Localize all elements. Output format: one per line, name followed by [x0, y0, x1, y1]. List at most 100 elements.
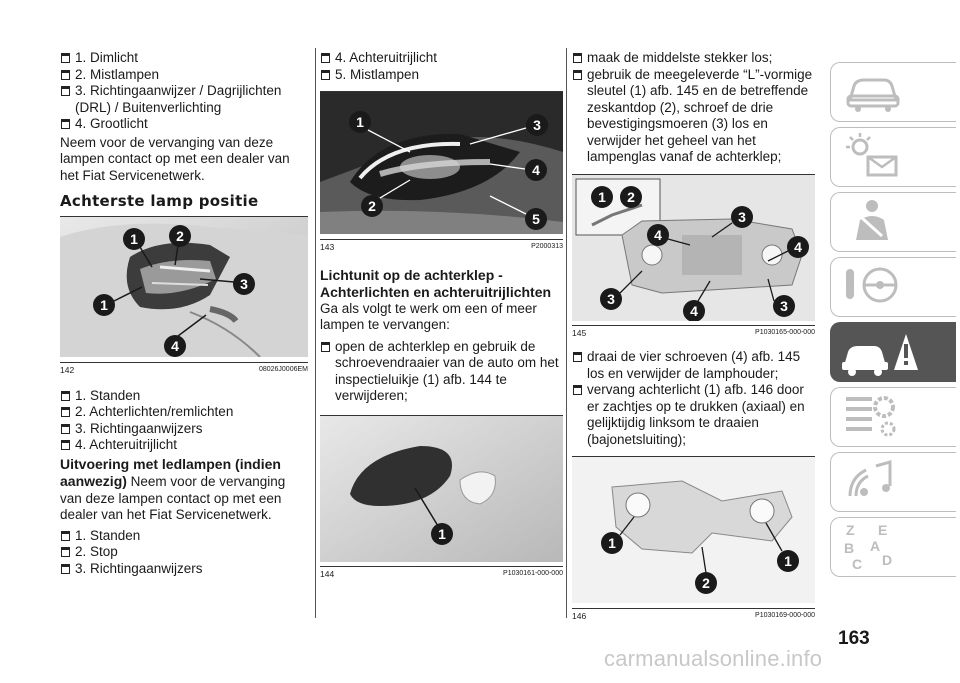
list-item: 4. Grootlicht [60, 116, 308, 133]
chapter-tabs: Z E B A C D [826, 60, 960, 580]
column-3: maak de middelste stekker los; gebruik d… [572, 50, 815, 622]
tab-knowing-car[interactable] [826, 60, 960, 125]
bullet-icon [573, 352, 582, 362]
breakdown-warning-icon [842, 334, 918, 376]
list-item: 3. Richtingaanwijzers [60, 421, 308, 438]
list-item: vervang achterlicht (1) afb. 146 door er… [572, 382, 815, 448]
callout: 1 [598, 189, 606, 205]
watermark: carmanualsonline.info [604, 646, 823, 671]
subheading: Lichtunit op de achterklep - Achterlicht… [320, 266, 552, 300]
bullet-icon [321, 53, 330, 63]
tab-emergency[interactable] [826, 320, 960, 385]
tab-safety[interactable] [826, 190, 960, 255]
page-number: 163 [838, 628, 870, 649]
list-item: 4. Achteruitrijlicht [60, 437, 308, 454]
paragraph: Neem voor de vervanging van deze lampen … [60, 134, 290, 183]
tab-starting-driving[interactable] [826, 255, 960, 320]
list-item: 2. Achterlichten/remlichten [60, 404, 308, 421]
callout: 1 [784, 553, 792, 569]
bullet-icon [61, 390, 70, 401]
bullet-icon [61, 86, 70, 96]
tab-maintenance[interactable] [826, 385, 960, 450]
callout: 4 [794, 239, 802, 255]
callout: 2 [627, 189, 635, 205]
callout: 3 [533, 117, 541, 133]
subheading: Uitvoering met ledlampen (indien aanwezi… [60, 455, 281, 490]
list-item: 4. Achteruitrijlicht [320, 50, 563, 67]
callout: 1 [438, 526, 446, 542]
paragraph: Ga als volgt te werk om een of meer lamp… [320, 300, 537, 333]
column-1: 1. Dimlicht 2. Mistlampen 3. Richtingaan… [60, 50, 308, 577]
tab-dashboard-lights[interactable] [826, 125, 960, 190]
list-item: 1. Dimlicht [60, 50, 308, 67]
bullet-icon [61, 53, 70, 63]
bullet-icon [61, 563, 70, 574]
multimedia-icon [848, 460, 892, 497]
svg-text:E: E [878, 522, 887, 538]
callout: 3 [780, 298, 788, 314]
bullet-icon [321, 69, 330, 80]
bullet-icon [573, 69, 582, 80]
svg-text:D: D [882, 552, 892, 568]
callout: 3 [607, 291, 615, 307]
callout: 2 [702, 575, 710, 591]
bullet-icon [573, 53, 582, 63]
column-2: 4. Achteruitrijlicht 5. Mistlampen 1 3 [320, 50, 563, 580]
figure-143-image: 1 3 4 2 5 [320, 91, 563, 240]
svg-text:Z: Z [846, 522, 855, 538]
column-divider [566, 48, 567, 618]
bullet-icon [61, 119, 70, 129]
svg-text:A: A [870, 538, 880, 554]
list-item: gebruik de meegeleverde “L”-vormige sleu… [572, 67, 815, 166]
list-item: 5. Mistlampen [320, 67, 563, 84]
list-item: 2. Mistlampen [60, 67, 308, 84]
callout: 3 [738, 209, 746, 225]
list-item: 1. Standen [60, 528, 308, 545]
figure-145-image: 1 2 3 4 4 3 4 3 [572, 173, 815, 326]
list-item: maak de middelste stekker los; [572, 50, 815, 67]
bullet-icon [61, 69, 70, 80]
list-item: 3. Richtingaanwijzers [60, 561, 308, 578]
index-letters-icon: Z E B A C D [844, 522, 892, 572]
svg-text:C: C [852, 556, 862, 572]
steering-icon [846, 267, 898, 303]
callout: 4 [532, 162, 540, 178]
callout: 4 [690, 303, 698, 319]
section-heading: Achterste lamp positie [60, 192, 259, 210]
tab-index[interactable]: Z E B A C D [826, 515, 960, 580]
paragraph: Uitvoering met ledlampen (indien aanwezi… [60, 455, 286, 523]
safety-person-icon [856, 200, 888, 240]
tab-multimedia[interactable] [826, 450, 960, 515]
column-divider [315, 48, 316, 618]
list-item: 1. Standen [60, 388, 308, 405]
figure-142-image: 1 2 3 1 4 [60, 216, 308, 363]
bullet-icon [61, 547, 70, 557]
callout: 2 [368, 198, 376, 214]
callout: 4 [171, 338, 179, 354]
bullet-icon [61, 530, 70, 541]
callout: 1 [356, 114, 364, 130]
list-item: 2. Stop [60, 544, 308, 561]
callout: 1 [100, 297, 108, 313]
callout: 4 [654, 227, 662, 243]
figure-144-image: 1 [320, 414, 563, 567]
callout: 1 [608, 535, 616, 551]
bullet-icon [61, 423, 70, 434]
figure-146-image: 1 1 2 [572, 456, 815, 609]
bullet-icon [321, 341, 330, 352]
bullet-icon [573, 385, 582, 395]
callout: 1 [130, 231, 138, 247]
maintenance-gears-icon [846, 396, 896, 437]
bullet-icon [61, 407, 70, 417]
callout: 3 [240, 276, 248, 292]
callout: 2 [176, 228, 184, 244]
list-item: 3. Richtingaanwijzer / Dagrijlichten (DR… [60, 83, 308, 116]
svg-text:B: B [844, 540, 854, 556]
